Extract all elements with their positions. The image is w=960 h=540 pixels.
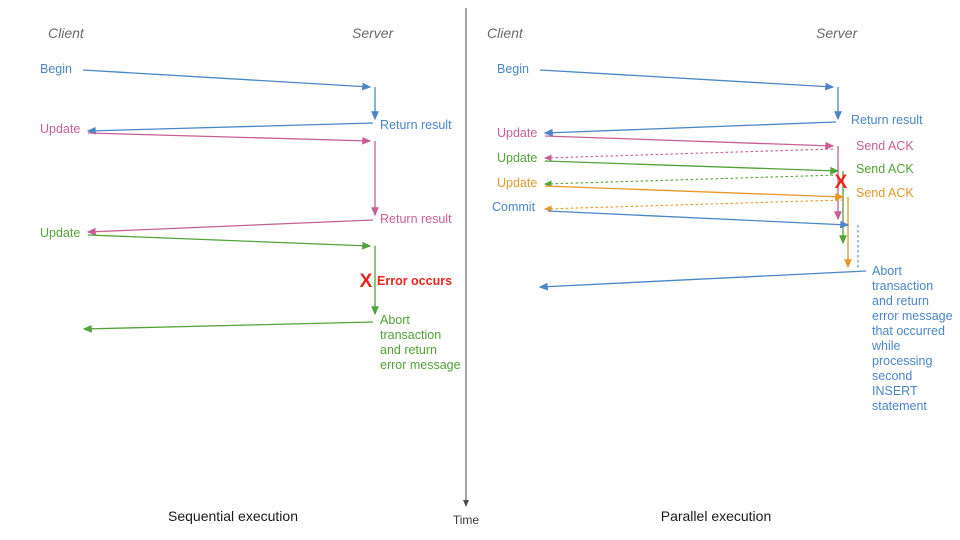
message-label-commit: Commit: [492, 200, 536, 214]
arrow-send-ack-1: [543, 148, 834, 162]
panel-parallel: Client Server Begin Return result Update…: [487, 25, 953, 524]
abort-note-line: statement: [872, 399, 927, 413]
error-indicator-parallel: X: [835, 172, 848, 193]
message-label-return-result: Return result: [851, 113, 923, 127]
abort-note-line: second: [872, 369, 912, 383]
abort-note-parallel: Abort transaction and return error messa…: [871, 264, 953, 413]
arrow-update-2-request: [544, 160, 840, 175]
message-update-1[interactable]: Update Return result: [40, 122, 452, 236]
message-commit[interactable]: Commit: [492, 200, 867, 291]
abort-note-line: error message: [872, 309, 953, 323]
time-axis-label: Time: [453, 513, 480, 527]
arrow-send-ack-2: [543, 174, 839, 188]
abort-note-line: while: [871, 339, 901, 353]
arrow-update-3-request: [544, 185, 845, 201]
message-label-send-ack-1: Send ACK: [856, 139, 914, 153]
abort-note-line: processing: [872, 354, 932, 368]
arrow-return-result-1: [86, 122, 374, 135]
arrow-return-result: [543, 121, 837, 137]
error-indicator-sequential: X Error occurs: [360, 271, 452, 292]
message-label-update-3: Update: [497, 176, 537, 190]
arrow-abort-return: [82, 321, 374, 333]
arrow-begin-request: [539, 69, 835, 91]
arrow-update-1-request: [87, 132, 372, 145]
arrow-send-ack-3: [543, 199, 844, 213]
error-x-icon: X: [835, 172, 848, 193]
message-label-send-ack-2: Send ACK: [856, 162, 914, 176]
message-label-update-1: Update: [40, 122, 80, 136]
abort-note-line: and return: [872, 294, 929, 308]
message-label-begin: Begin: [40, 62, 72, 76]
message-label-send-ack-3: Send ACK: [856, 186, 914, 200]
actor-label-client: Client: [48, 25, 85, 41]
actor-label-client: Client: [487, 25, 524, 41]
center-divider-group: Time: [453, 8, 480, 527]
arrow-update-1-request: [544, 135, 835, 150]
message-label-return-result-1: Return result: [380, 118, 452, 132]
abort-note-line: INSERT: [872, 384, 918, 398]
abort-note-line: that occurred: [872, 324, 945, 338]
abort-note-line: error message: [380, 358, 461, 372]
panel-sequential: Client Server Begin Return result Update…: [40, 25, 461, 524]
abort-note-line: transaction: [380, 328, 441, 342]
message-update-1[interactable]: Update Send ACK: [497, 126, 914, 221]
panel-caption-sequential: Sequential execution: [168, 508, 298, 524]
arrow-update-2-request: [87, 234, 372, 250]
message-update-2[interactable]: Update Send ACK: [497, 151, 914, 245]
actor-label-server: Server: [816, 25, 859, 41]
arrow-begin-request: [82, 69, 372, 91]
arrow-return-result-2: [86, 219, 374, 236]
message-label-update-1: Update: [497, 126, 537, 140]
error-occurs-label: Error occurs: [377, 274, 452, 288]
abort-note-line: and return: [380, 343, 437, 357]
arrow-commit-request: [547, 210, 850, 229]
message-label-begin: Begin: [497, 62, 529, 76]
abort-note-line: Abort: [872, 264, 902, 278]
error-x-icon: X: [360, 271, 373, 292]
message-begin[interactable]: Begin Return result: [497, 62, 923, 137]
message-begin[interactable]: Begin Return result: [40, 62, 452, 135]
message-label-return-result-2: Return result: [380, 212, 452, 226]
message-update-2[interactable]: Update: [40, 226, 379, 333]
message-update-3[interactable]: Update Send ACK: [497, 176, 914, 269]
abort-note-line: transaction: [872, 279, 933, 293]
actor-label-server: Server: [352, 25, 395, 41]
abort-note-sequential: Abort transaction and return error messa…: [380, 313, 461, 372]
arrow-abort-return: [538, 270, 867, 291]
abort-note-line: Abort: [380, 313, 410, 327]
message-label-update-2: Update: [40, 226, 80, 240]
panel-caption-parallel: Parallel execution: [661, 508, 772, 524]
message-label-update-2: Update: [497, 151, 537, 165]
